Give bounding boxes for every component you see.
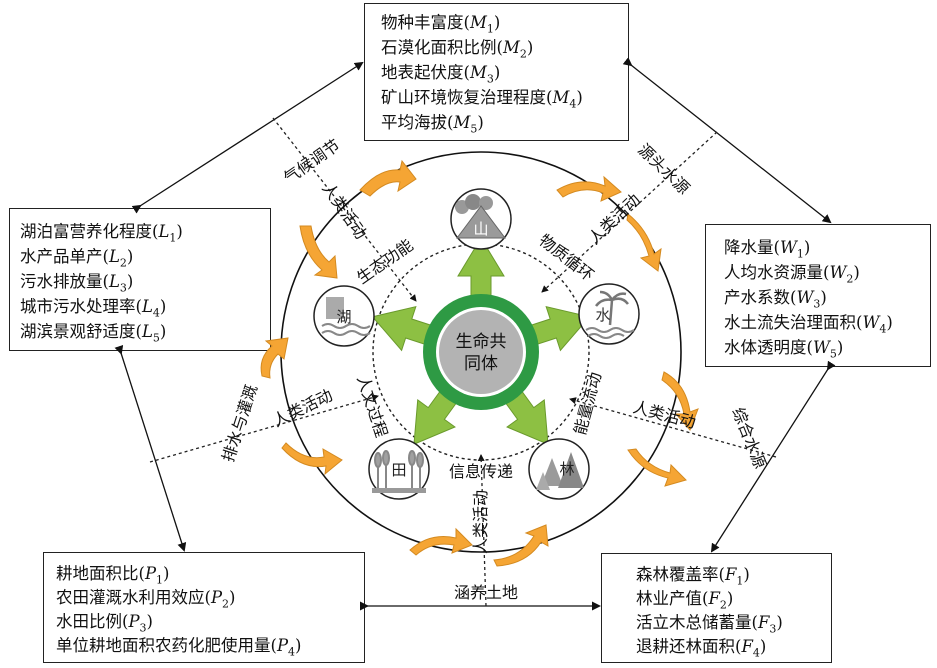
- indicator-f4: 退耕还林面积(F4): [636, 637, 767, 660]
- label-human-process: 人文过程: [353, 373, 391, 440]
- label-source-water: 源头水源: [634, 140, 693, 198]
- dotted-irrigation-link: [149, 394, 379, 463]
- indicator-p3: 水田比例(P3): [56, 612, 153, 635]
- indicator-w3: 产水系数(W3): [724, 288, 827, 311]
- node-farmland: 田: [368, 438, 430, 500]
- label-activity-bottom: 人类活动: [471, 490, 490, 554]
- label-drainage-irrigation: 排水与灌溉: [218, 382, 261, 464]
- indicator-l5: 湖滨景观舒适度(L5): [20, 322, 167, 345]
- orange-cycle-arrow-right-2: [627, 448, 687, 487]
- center-label-line1: 生命共: [456, 332, 507, 352]
- label-conserve-land: 涵养土地: [454, 583, 518, 602]
- link-lake-mountain: [131, 61, 364, 214]
- node-water: 水: [578, 283, 640, 345]
- water-waves-icon: [585, 327, 635, 339]
- indicator-w5: 水体透明度(W5): [724, 338, 844, 361]
- label-energy-flow: 能量流动: [570, 370, 605, 437]
- indicator-m5: 平均海拔(M5): [381, 113, 484, 136]
- orange-cycle-arrow-top-right-2: [626, 213, 662, 272]
- center-label-line2: 同体: [464, 354, 498, 374]
- orange-cycle-arrow-top-right-1: [556, 175, 622, 202]
- indicator-m4: 矿山环境恢复治理程度(M4): [381, 88, 583, 111]
- building-icon: [326, 297, 344, 319]
- node-forest: 林: [528, 438, 590, 500]
- dotted-climate-link: [272, 117, 417, 302]
- indicator-l3: 污水排放量(L3): [20, 272, 134, 295]
- indicator-w2: 人均水资源量(W2): [724, 263, 860, 286]
- indicator-p1: 耕地面积比(P1): [56, 564, 170, 587]
- node-label-mountain: 山: [473, 220, 488, 238]
- link-lake-farmland: [114, 344, 187, 552]
- dotted-land-link: [477, 454, 487, 607]
- tree-icon: [541, 458, 563, 486]
- node-label-farmland: 田: [391, 461, 406, 479]
- mountain-icon: [456, 205, 506, 239]
- indicator-m2: 石漠化面积比例(M2): [381, 38, 534, 61]
- indicator-m1: 物种丰富度(M1): [381, 13, 501, 36]
- wheat-icon: [374, 450, 424, 490]
- orange-cycle-arrow-top-left-2: [299, 225, 338, 279]
- indicator-m3: 地表起伏度(M3): [381, 63, 501, 86]
- indicator-p4: 单位耕地面积农药化肥使用量(P4): [56, 636, 302, 659]
- node-lake: 湖: [313, 285, 375, 347]
- orange-cycle-arrow-left-2: [281, 442, 343, 476]
- indicator-l4: 城市污水处理率(L4): [20, 297, 167, 320]
- orange-cycle-arrow-right-1: [661, 371, 699, 431]
- orange-cycle-arrow-left-1: [260, 337, 289, 379]
- lake-waves-icon: [321, 323, 371, 336]
- orange-cycle-arrow-bottom-1: [409, 527, 473, 556]
- indicator-f1: 森林覆盖率(F1): [636, 565, 750, 588]
- indicator-w1: 降水量(W1): [724, 238, 811, 261]
- orange-cycle-arrow-bottom-2: [493, 524, 549, 567]
- node-label-water: 水: [595, 306, 610, 324]
- indicator-w4: 水土流失治理面积(W4): [724, 313, 893, 336]
- indicator-l2: 水产品单产(L2): [20, 247, 134, 270]
- indicator-p2: 农田灌溉水利用效应(P2): [56, 588, 236, 611]
- label-comprehensive-water: 综合水源: [728, 405, 770, 471]
- node-label-lake: 湖: [336, 308, 351, 326]
- indicator-f3: 活立木总储蓄量(F3): [636, 613, 783, 636]
- center-core: [439, 310, 523, 394]
- indicator-l1: 湖泊富营养化程度(L1): [20, 222, 183, 245]
- palm-tree-icon: [595, 290, 629, 326]
- link-mountain-water: [622, 57, 832, 224]
- orange-cycle-arrow-top-left-1: [359, 159, 417, 197]
- label-activity-top-right: 人类活动: [585, 190, 644, 248]
- box-lake-indicators: 湖泊富营养化程度(L1) 水产品单产(L2) 污水排放量(L3) 城市污水处理率…: [9, 208, 271, 351]
- inner-dotted-ring: [372, 243, 590, 461]
- box-mountain-indicators: 物种丰富度(M1) 石漠化面积比例(M2) 地表起伏度(M3) 矿山环境恢复治理…: [364, 3, 629, 141]
- label-info-transfer: 信息传递: [449, 462, 513, 481]
- box-farmland-indicators: 耕地面积比(P1) 农田灌溉水利用效应(P2) 水田比例(P3) 单位耕地面积农…: [43, 552, 365, 663]
- box-water-indicators: 降水量(W1) 人均水资源量(W2) 产水系数(W3) 水土流失治理面积(W4)…: [705, 224, 931, 367]
- indicator-f2: 林业产值(F2): [636, 589, 734, 612]
- link-water-forest: [710, 360, 836, 553]
- label-activity-left: 人类活动: [270, 385, 336, 430]
- box-forest-indicators: 森林覆盖率(F1) 林业产值(F2) 活立木总储蓄量(F3) 退耕还林面积(F4…: [601, 553, 832, 663]
- label-ecological-function: 生态功能: [353, 235, 416, 287]
- node-label-forest: 林: [559, 460, 574, 478]
- node-mountain: 山: [450, 188, 512, 250]
